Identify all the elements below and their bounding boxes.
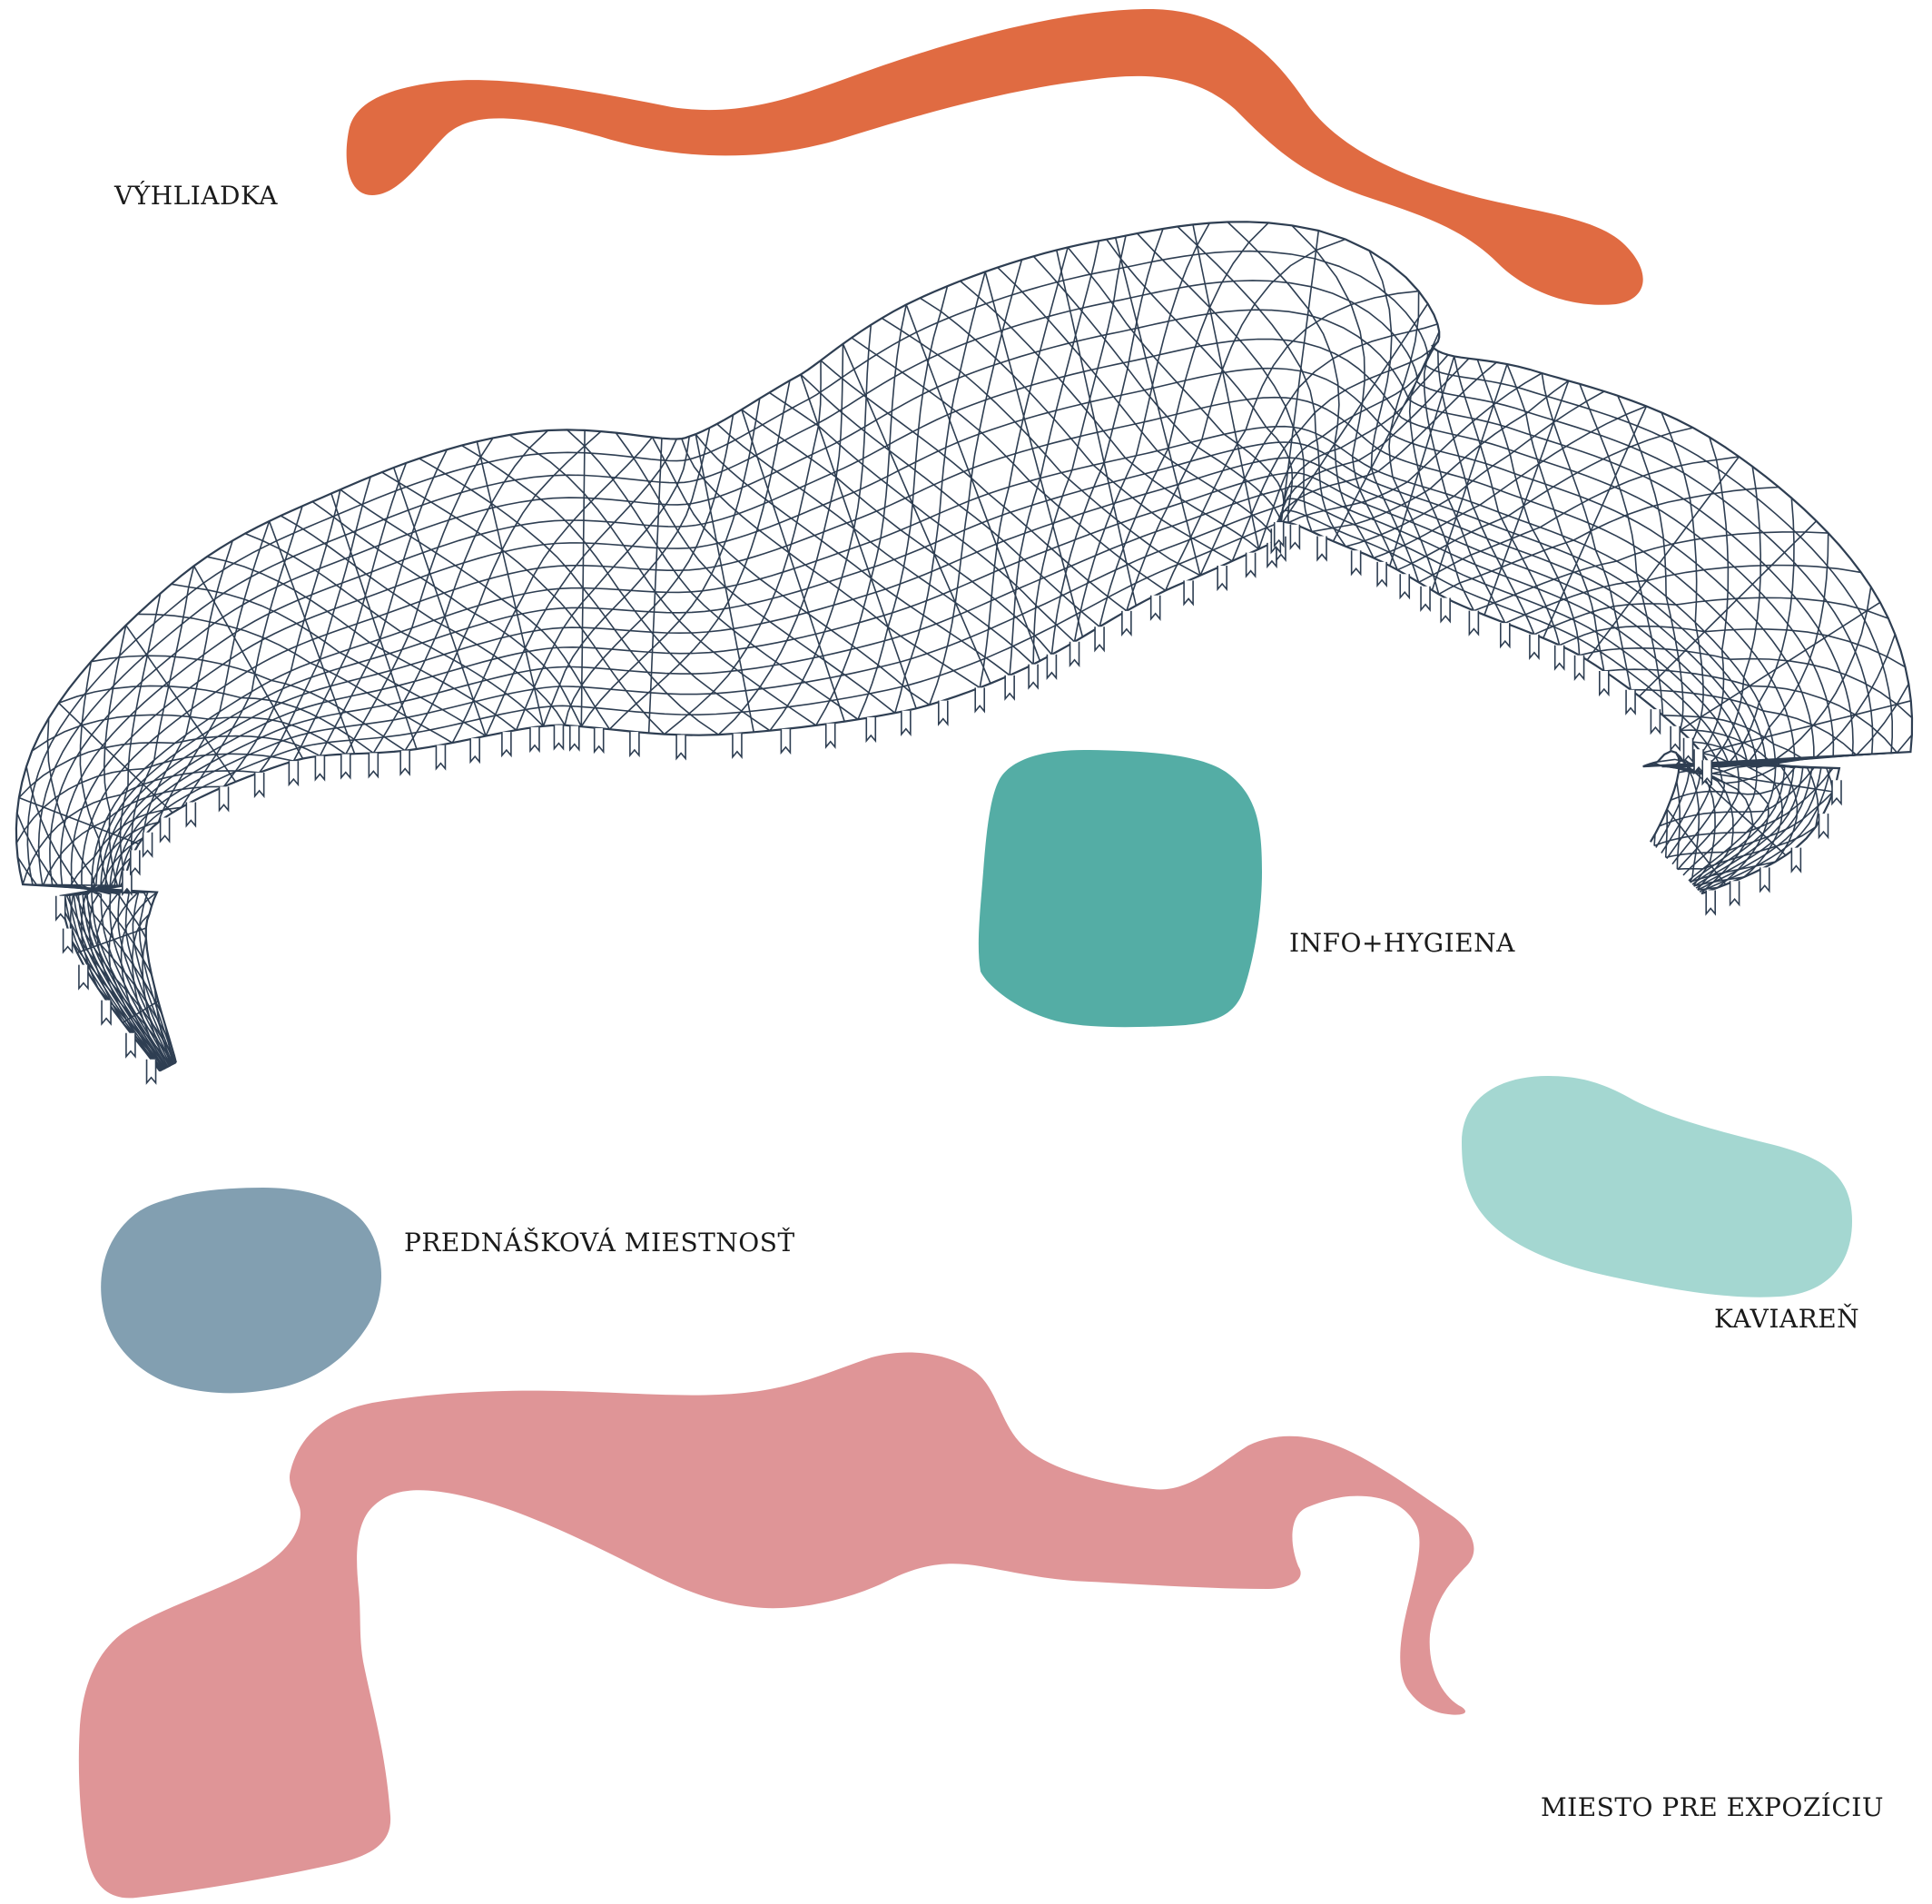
zone-info-shape [979, 750, 1262, 1027]
label-prednaskova-miestnost: PREDNÁŠKOVÁ MIESTNOSŤ [404, 1227, 795, 1258]
zone-expozicia-shape [79, 1352, 1474, 1898]
gridshell-structure [16, 222, 1912, 1082]
label-vyhliadka: VÝHLIADKA [113, 181, 278, 211]
label-miesto-pre-expoziciu: MIESTO PRE EXPOZÍCIU [1541, 1792, 1884, 1822]
label-kaviaren: KAVIAREŇ [1714, 1303, 1859, 1334]
zone-kaviaren-shape [1462, 1076, 1852, 1297]
zone-prednaskova-shape [101, 1188, 381, 1393]
label-info-hygiena: INFO+HYGIENA [1289, 928, 1515, 958]
zone-vyhliadka-shape [347, 9, 1643, 305]
